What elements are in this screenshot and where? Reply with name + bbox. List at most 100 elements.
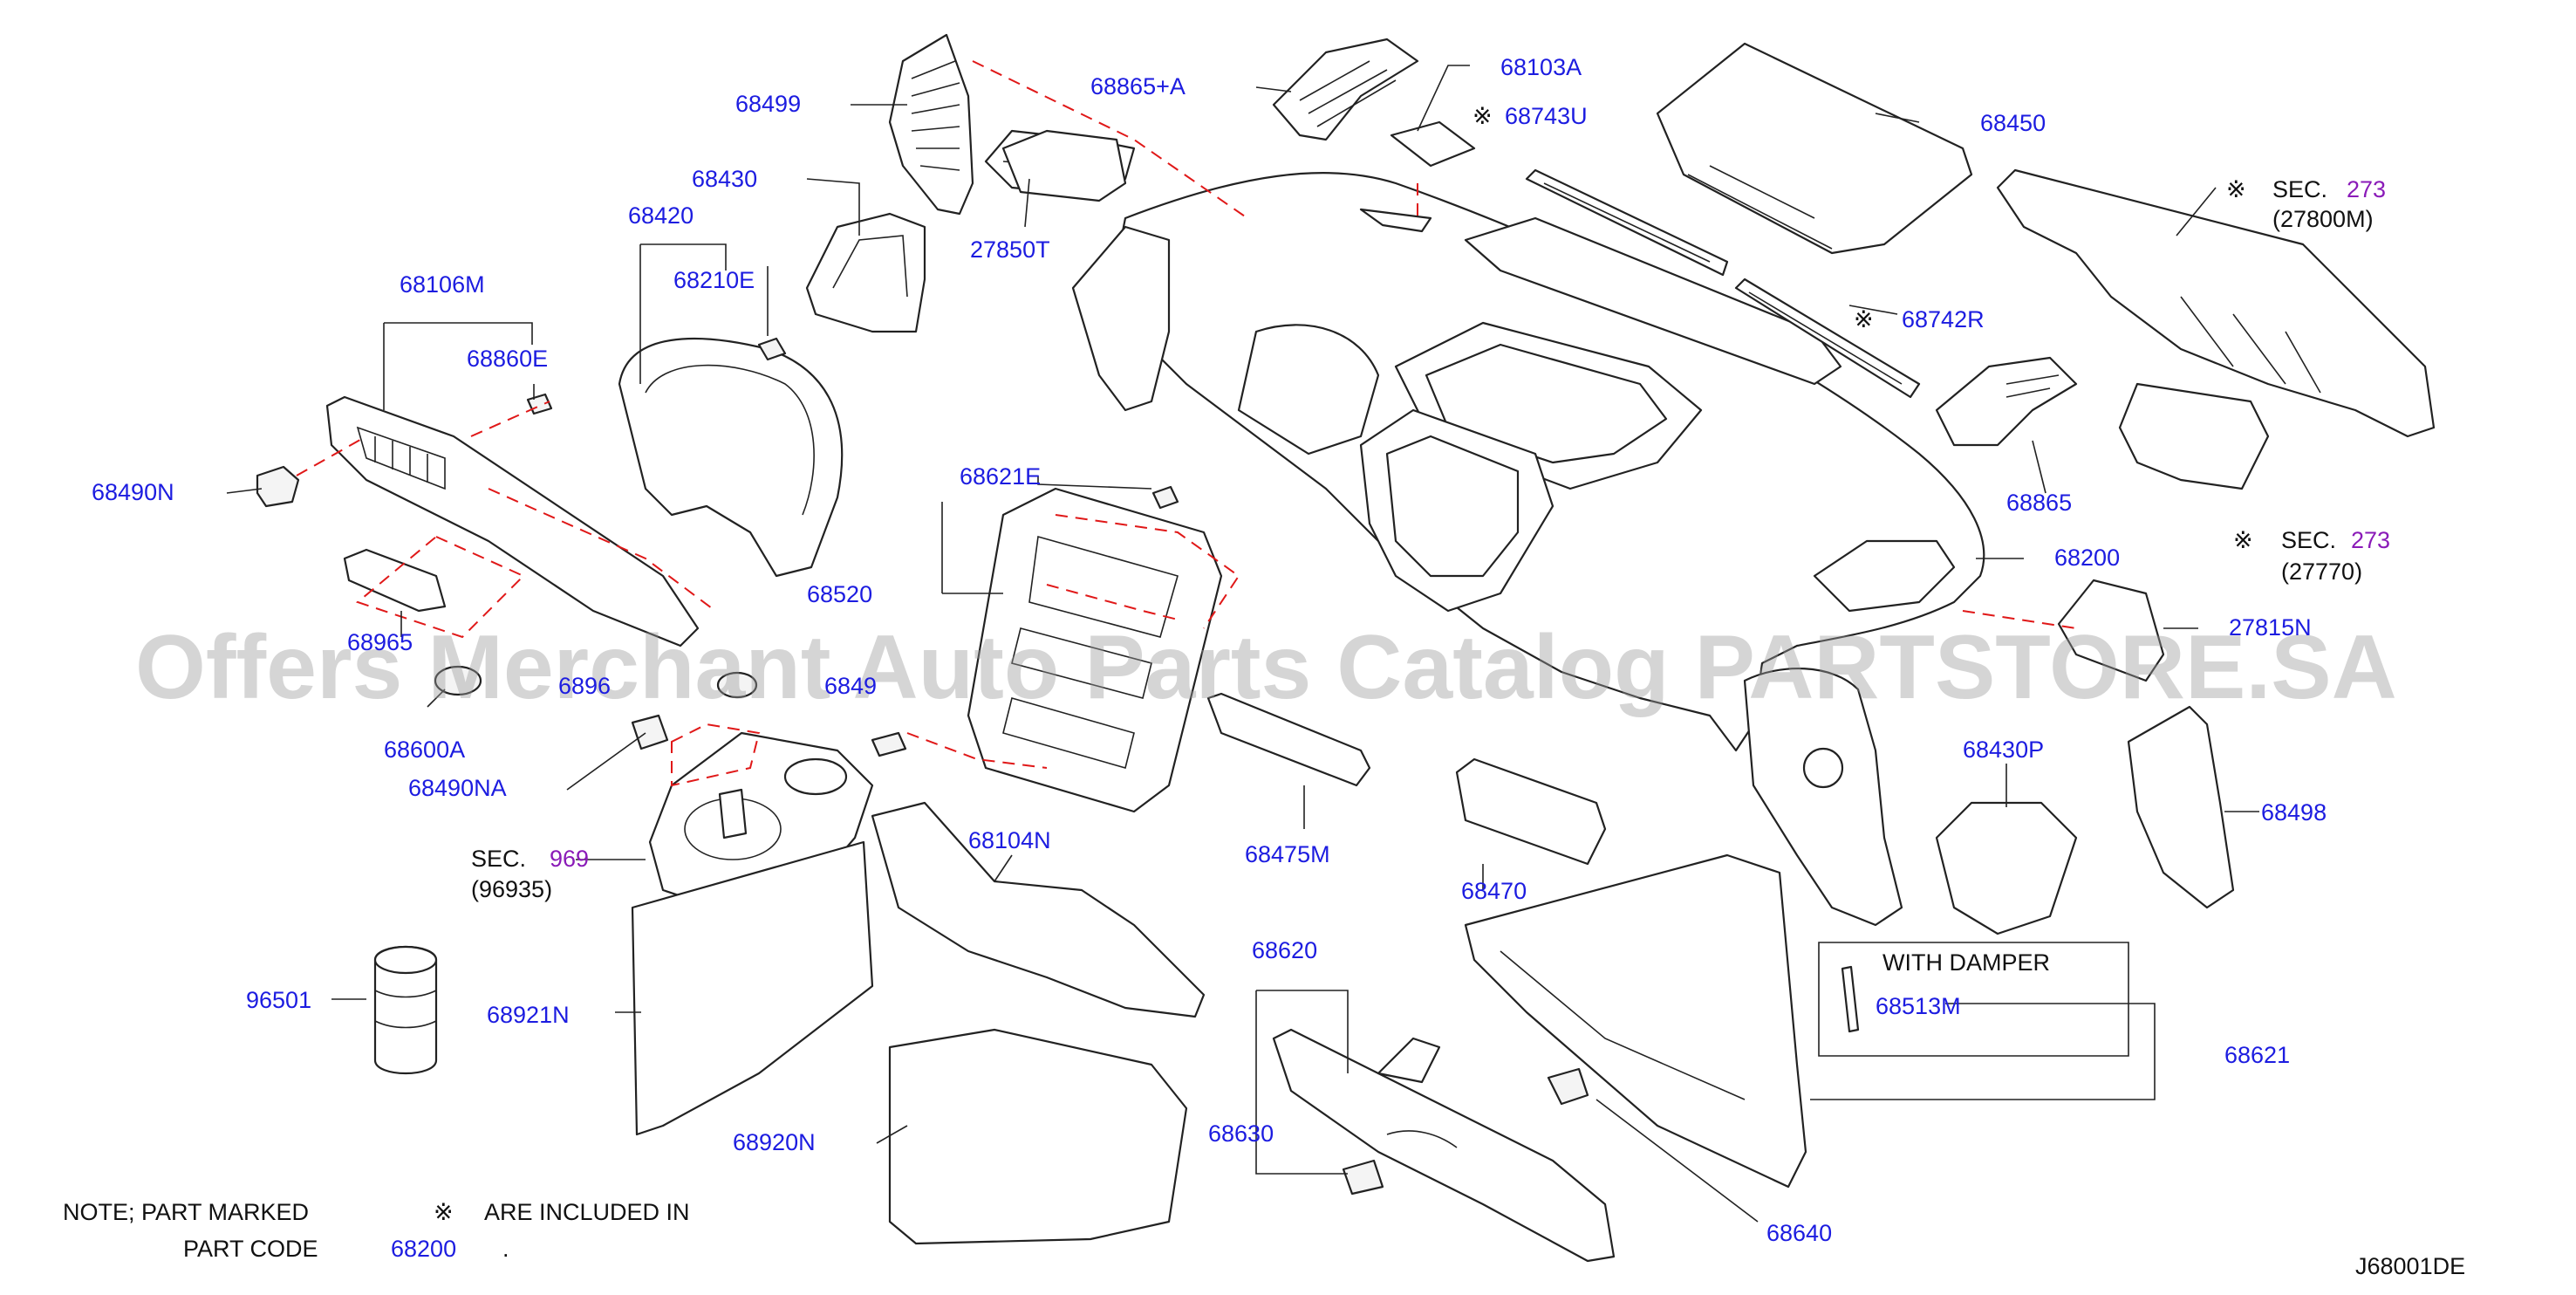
vent-panel-68499[interactable] (888, 33, 974, 216)
instrument-panel-68200[interactable] (1071, 172, 1985, 927)
clip-68860E[interactable] (526, 393, 553, 415)
part-6896x[interactable] (716, 671, 758, 699)
label-68450[interactable]: 68450 (1980, 110, 2046, 136)
label-68106M[interactable]: 68106M (400, 271, 485, 298)
clip-68621E[interactable] (1151, 485, 1179, 510)
label-68520[interactable]: 68520 (807, 581, 872, 607)
with-damper-note: WITH DAMPER (1882, 949, 2050, 976)
center-finisher-68520[interactable] (967, 487, 1223, 813)
included-marker-icon: ※ (2233, 527, 2253, 553)
label-68640[interactable]: 68640 (1766, 1220, 1832, 1246)
side-panel-68106M[interactable] (325, 395, 700, 648)
pocket-68475M[interactable] (1206, 692, 1371, 787)
label-27815N[interactable]: 27815N (2229, 614, 2312, 641)
duct-27770[interactable] (2118, 382, 2270, 490)
label-27850T[interactable]: 27850T (970, 236, 1050, 263)
red-guide-lines (296, 60, 2077, 787)
label-68104N[interactable]: 68104N (968, 827, 1051, 853)
label-68498[interactable]: 68498 (2261, 799, 2327, 826)
label-68630[interactable]: 68630 (1208, 1120, 1274, 1147)
note-line1-start: NOTE; PART MARKED (63, 1199, 309, 1225)
label-68600A[interactable]: 68600A (384, 737, 465, 763)
label-68475M[interactable]: 68475M (1245, 841, 1330, 867)
label-68430[interactable]: 68430 (692, 166, 757, 192)
sec-273-a: SEC. (2272, 176, 2327, 202)
drawing-code: J68001DE (2355, 1253, 2465, 1279)
included-marker-icon: ※ (1854, 306, 1874, 332)
striker-68640[interactable] (1547, 1067, 1589, 1106)
damper-68513M[interactable] (1841, 965, 1860, 1033)
sec-969-link[interactable]: 969 (550, 846, 589, 872)
note-line1-end: ARE INCLUDED IN (484, 1199, 690, 1225)
cover-68965[interactable] (343, 548, 447, 613)
label-68430P[interactable]: 68430P (1963, 737, 2044, 763)
label-68742R[interactable]: 68742R (1902, 306, 1985, 332)
vent-27815N[interactable] (2057, 579, 2165, 682)
panel-68498[interactable] (2127, 705, 2235, 909)
part-drawings (256, 33, 2436, 1263)
sensor-68743U[interactable] (1390, 120, 1476, 168)
leader-lines (226, 65, 2259, 1223)
part-27850T[interactable] (1001, 129, 1127, 202)
cover-68920N[interactable] (888, 1028, 1188, 1245)
box-68470[interactable] (1455, 757, 1607, 866)
label-68965[interactable]: 68965 (347, 629, 413, 655)
sec-273-a-link[interactable]: 273 (2347, 176, 2386, 202)
label-6849x[interactable]: 6849 (824, 673, 877, 699)
clip-68490NA[interactable] (631, 714, 669, 750)
label-68921N[interactable]: 68921N (487, 1002, 570, 1028)
clip-68210E[interactable] (757, 337, 787, 361)
meter-hood-68430[interactable] (805, 212, 926, 333)
label-6896x[interactable]: 6896 (558, 673, 611, 699)
vent-68865[interactable] (1935, 356, 2078, 447)
vent-grille-68103A[interactable] (1272, 38, 1419, 141)
glovebox-lid-68630[interactable] (1272, 1028, 1616, 1263)
watermark: Offers Merchant Auto Parts Catalog PARTS… (135, 617, 2397, 718)
note-part-code[interactable]: 68200 (391, 1236, 456, 1262)
sec-969: SEC. (471, 846, 526, 872)
label-68200[interactable]: 68200 (2054, 545, 2120, 571)
label-68210E[interactable]: 68210E (673, 267, 755, 293)
included-marker-icon: ※ (2226, 176, 2246, 202)
duct-27800M[interactable] (1996, 168, 2436, 438)
part-labels: 68499 68865+A 68103A ※ 68743U 68450 6843… (92, 54, 2390, 1246)
cluster-lid-68420[interactable] (618, 338, 844, 578)
clip-6849x[interactable] (871, 731, 907, 757)
part-68430P[interactable] (1935, 801, 2078, 935)
label-68490N[interactable]: 68490N (92, 479, 174, 505)
label-68920N[interactable]: 68920N (733, 1129, 816, 1155)
note-line2-end: . (502, 1236, 509, 1262)
bracket-68104N[interactable] (871, 801, 1206, 1018)
label-68499[interactable]: 68499 (735, 91, 801, 117)
label-68865A[interactable]: 68865+A (1090, 73, 1186, 99)
label-68513M[interactable]: 68513M (1876, 993, 1961, 1019)
sec-969-sub: (96935) (471, 876, 552, 902)
label-68860E[interactable]: 68860E (467, 346, 548, 372)
side-cover-68921N[interactable] (631, 840, 874, 1136)
defrost-strip-68743U[interactable] (1525, 168, 1729, 277)
cup-holder-96501[interactable] (373, 945, 438, 1074)
clip-68490N[interactable] (256, 465, 300, 508)
included-marker-icon: ※ (1472, 103, 1493, 129)
part-68600A[interactable] (434, 665, 482, 696)
sec-273-b: SEC. (2281, 527, 2336, 553)
glovebox-housing-68621[interactable] (1464, 853, 1807, 1189)
label-68103A[interactable]: 68103A (1500, 54, 1582, 80)
label-68865[interactable]: 68865 (2006, 490, 2072, 516)
label-68490NA[interactable]: 68490NA (408, 775, 507, 801)
label-68621[interactable]: 68621 (2224, 1042, 2290, 1068)
sec-273-b-link[interactable]: 273 (2351, 527, 2390, 553)
label-96501[interactable]: 96501 (246, 987, 311, 1013)
defrost-strip-68742R[interactable] (1734, 278, 1921, 399)
label-68621E[interactable]: 68621E (960, 463, 1041, 490)
label-68743U[interactable]: 68743U (1505, 103, 1588, 129)
latch-68630[interactable] (1342, 1159, 1384, 1196)
hinge-68620[interactable] (1377, 1037, 1441, 1084)
label-68620[interactable]: 68620 (1252, 937, 1317, 963)
lid-68450[interactable] (1656, 42, 1973, 255)
sec-273-b-sub: (27770) (2281, 558, 2362, 585)
footnote: NOTE; PART MARKED ※ ARE INCLUDED IN PART… (63, 1199, 690, 1262)
label-68470[interactable]: 68470 (1461, 878, 1527, 904)
label-68420[interactable]: 68420 (628, 202, 694, 229)
